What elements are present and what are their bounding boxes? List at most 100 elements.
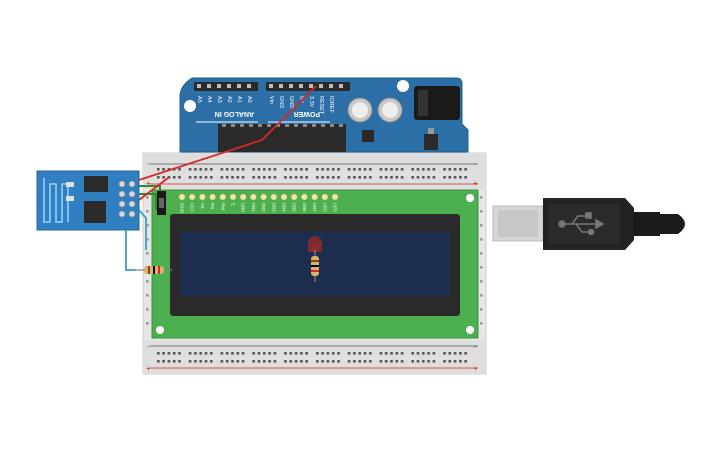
breadboard-hole[interactable] xyxy=(268,360,271,363)
breadboard-hole[interactable] xyxy=(384,176,388,179)
breadboard-hole[interactable] xyxy=(427,176,430,179)
breadboard-hole[interactable] xyxy=(411,360,414,363)
breadboard-hole[interactable] xyxy=(257,168,261,171)
breadboard-hole[interactable] xyxy=(390,360,393,363)
breadboard-hole[interactable] xyxy=(162,176,165,179)
breadboard-hole[interactable] xyxy=(379,168,383,171)
breadboard-hole[interactable] xyxy=(363,352,367,355)
breadboard-hole[interactable] xyxy=(448,360,452,363)
breadboard-hole[interactable] xyxy=(416,352,420,355)
breadboard-hole[interactable] xyxy=(395,360,399,363)
breadboard-hole[interactable] xyxy=(220,360,224,363)
breadboard-hole[interactable] xyxy=(188,360,192,363)
breadboard-hole[interactable] xyxy=(241,352,245,355)
breadboard-hole[interactable] xyxy=(464,360,467,363)
header-pin[interactable] xyxy=(207,84,211,88)
breadboard-hole[interactable] xyxy=(326,360,330,363)
breadboard-hole[interactable] xyxy=(331,176,335,179)
esp-header-pin[interactable] xyxy=(118,180,126,188)
breadboard-hole[interactable] xyxy=(289,176,293,179)
breadboard-hole[interactable] xyxy=(464,176,467,179)
breadboard-hole[interactable] xyxy=(480,252,483,255)
breadboard-hole[interactable] xyxy=(225,168,229,171)
breadboard-hole[interactable] xyxy=(300,168,303,171)
breadboard-hole[interactable] xyxy=(379,360,383,363)
breadboard-hole[interactable] xyxy=(427,360,430,363)
breadboard-hole[interactable] xyxy=(347,360,351,363)
breadboard-hole[interactable] xyxy=(157,360,160,363)
esp-header-pin[interactable] xyxy=(118,190,126,198)
breadboard-hole[interactable] xyxy=(321,176,324,179)
resistor-lcd[interactable] xyxy=(311,250,319,282)
breadboard-hole[interactable] xyxy=(204,360,208,363)
breadboard-hole[interactable] xyxy=(422,360,425,363)
breadboard-hole[interactable] xyxy=(236,352,240,355)
breadboard-hole[interactable] xyxy=(241,168,245,171)
breadboard-hole[interactable] xyxy=(400,168,404,171)
breadboard-hole[interactable] xyxy=(443,176,446,179)
breadboard-hole[interactable] xyxy=(448,168,452,171)
breadboard-hole[interactable] xyxy=(210,168,213,171)
breadboard-hole[interactable] xyxy=(236,168,240,171)
breadboard-hole[interactable] xyxy=(390,176,393,179)
breadboard-hole[interactable] xyxy=(162,168,165,171)
breadboard-hole[interactable] xyxy=(172,360,176,363)
breadboard-hole[interactable] xyxy=(411,352,414,355)
breadboard-hole[interactable] xyxy=(480,266,483,269)
breadboard-hole[interactable] xyxy=(480,280,483,283)
breadboard-hole[interactable] xyxy=(289,168,293,171)
header-pin[interactable] xyxy=(319,84,323,88)
breadboard-hole[interactable] xyxy=(241,360,245,363)
breadboard-hole[interactable] xyxy=(432,176,436,179)
breadboard-hole[interactable] xyxy=(369,168,372,171)
breadboard-hole[interactable] xyxy=(416,360,420,363)
breadboard-hole[interactable] xyxy=(194,352,197,355)
breadboard-hole[interactable] xyxy=(358,168,361,171)
breadboard-hole[interactable] xyxy=(459,360,462,363)
breadboard-hole[interactable] xyxy=(178,168,181,171)
lcd-pin-pad[interactable] xyxy=(290,193,298,201)
breadboard-hole[interactable] xyxy=(236,176,240,179)
lcd-pin-pad[interactable] xyxy=(219,193,227,201)
breadboard-hole[interactable] xyxy=(337,168,340,171)
breadboard-hole[interactable] xyxy=(358,176,361,179)
header-pin[interactable] xyxy=(269,84,273,88)
breadboard-hole[interactable] xyxy=(480,308,483,311)
breadboard-hole[interactable] xyxy=(400,352,404,355)
breadboard-hole[interactable] xyxy=(178,360,181,363)
esp-header-pin[interactable] xyxy=(128,210,136,218)
breadboard-hole[interactable] xyxy=(146,238,149,241)
breadboard-hole[interactable] xyxy=(379,176,383,179)
breadboard-hole[interactable] xyxy=(178,176,181,179)
breadboard-hole[interactable] xyxy=(162,352,165,355)
header-pin[interactable] xyxy=(279,84,283,88)
lcd-pin-pad[interactable] xyxy=(311,193,318,201)
breadboard-hole[interactable] xyxy=(284,176,287,179)
breadboard-hole[interactable] xyxy=(427,352,430,355)
breadboard-hole[interactable] xyxy=(326,352,330,355)
breadboard-hole[interactable] xyxy=(422,168,425,171)
breadboard-hole[interactable] xyxy=(252,352,255,355)
breadboard-hole[interactable] xyxy=(294,168,298,171)
breadboard-hole[interactable] xyxy=(453,168,457,171)
breadboard-hole[interactable] xyxy=(305,168,308,171)
breadboard-hole[interactable] xyxy=(188,168,192,171)
breadboard-hole[interactable] xyxy=(453,360,457,363)
breadboard-hole[interactable] xyxy=(194,360,197,363)
breadboard-hole[interactable] xyxy=(236,360,240,363)
breadboard-hole[interactable] xyxy=(422,176,425,179)
breadboard-hole[interactable] xyxy=(395,168,399,171)
breadboard-hole[interactable] xyxy=(316,168,319,171)
breadboard-hole[interactable] xyxy=(167,168,171,171)
lcd-pin-pad[interactable] xyxy=(321,193,329,201)
lcd-pin-pad[interactable] xyxy=(250,193,257,201)
header-pin[interactable] xyxy=(339,84,343,88)
breadboard-hole[interactable] xyxy=(263,176,266,179)
breadboard-hole[interactable] xyxy=(289,352,293,355)
breadboard-hole[interactable] xyxy=(326,176,330,179)
breadboard-hole[interactable] xyxy=(210,360,213,363)
breadboard-hole[interactable] xyxy=(157,168,160,171)
lcd-pin-pad[interactable] xyxy=(301,193,308,201)
esp-header-pin[interactable] xyxy=(128,200,136,208)
breadboard-hole[interactable] xyxy=(252,360,255,363)
